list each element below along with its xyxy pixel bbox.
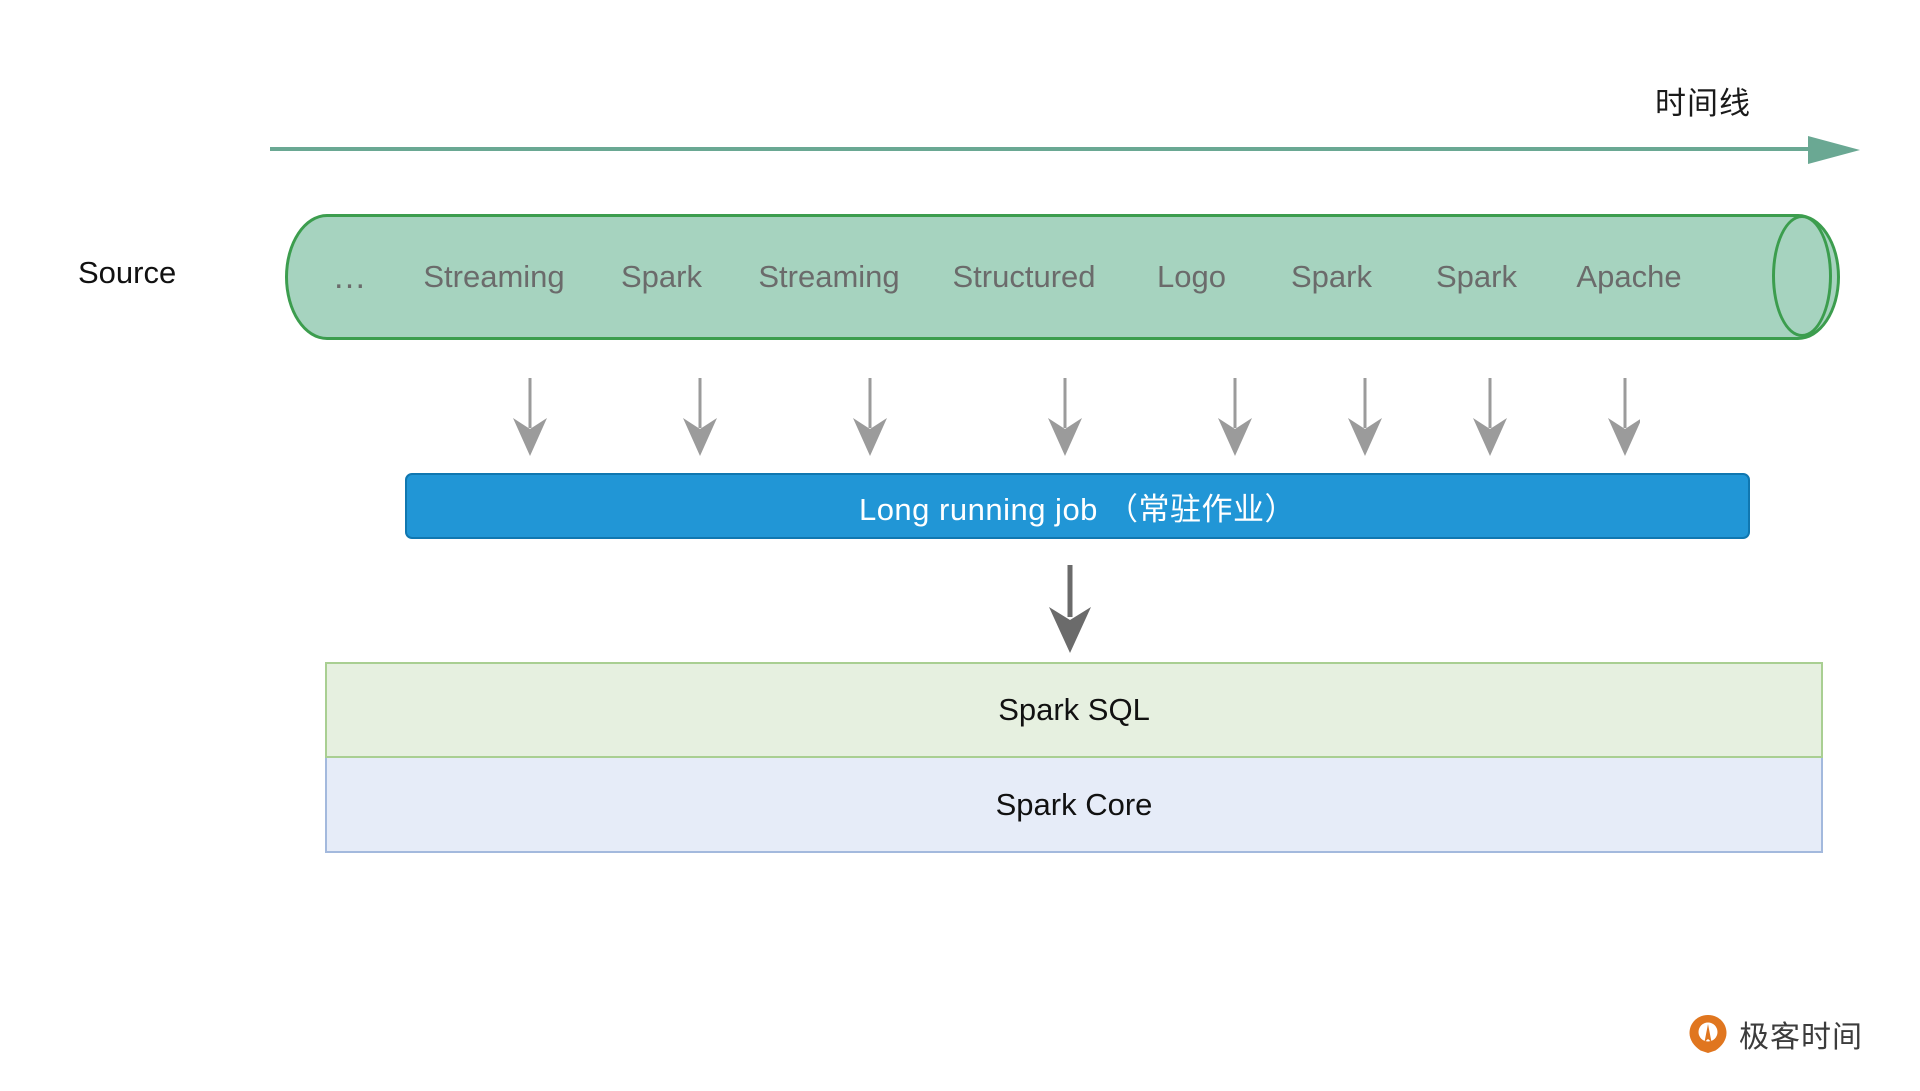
- job-to-stack-arrow-icon: [1049, 565, 1091, 653]
- source-cylinder: … Streaming Spark Streaming Structured L…: [285, 214, 1840, 340]
- long-running-job-bar: Long running job （常驻作业）: [405, 473, 1750, 539]
- cylinder-item-spark-3: Spark: [1436, 259, 1517, 294]
- cylinder-item-spark-2: Spark: [1291, 259, 1372, 294]
- cylinder-end-cap: [1772, 215, 1832, 337]
- source-label: Source: [78, 255, 177, 290]
- cylinder-item-apache: Apache: [1576, 259, 1682, 294]
- source-to-job-arrows-icon: [513, 378, 1640, 456]
- cylinder-item-streaming-1: Streaming: [423, 259, 565, 294]
- cylinder-item-ellipsis: …: [332, 257, 370, 296]
- brand-logo: 极客时间: [1688, 1012, 1863, 1056]
- cylinder-body: [285, 214, 1840, 340]
- geektime-mark-icon: [1689, 1015, 1727, 1053]
- cylinder-item-spark-1: Spark: [621, 259, 702, 294]
- spark-core-label: Spark Core: [995, 786, 1153, 822]
- spark-sql-label: Spark SQL: [998, 692, 1150, 727]
- spark-sql-box: Spark SQL: [325, 662, 1823, 758]
- cylinder-item-logo: Logo: [1157, 259, 1226, 294]
- spark-core-box: Spark Core: [325, 758, 1823, 853]
- long-running-job-label: Long running job （常驻作业）: [858, 491, 1297, 527]
- timeline-label: 时间线: [1655, 86, 1751, 121]
- cylinder-item-streaming-2: Streaming: [758, 259, 900, 294]
- cylinder-item-structured: Structured: [952, 259, 1096, 294]
- brand-name: 极客时间: [1739, 1021, 1863, 1054]
- cylinder-item-list: … Streaming Spark Streaming Structured L…: [285, 214, 1780, 340]
- spark-stack: Spark SQL Spark Core: [325, 662, 1823, 853]
- timeline-arrow-icon: [270, 136, 1860, 164]
